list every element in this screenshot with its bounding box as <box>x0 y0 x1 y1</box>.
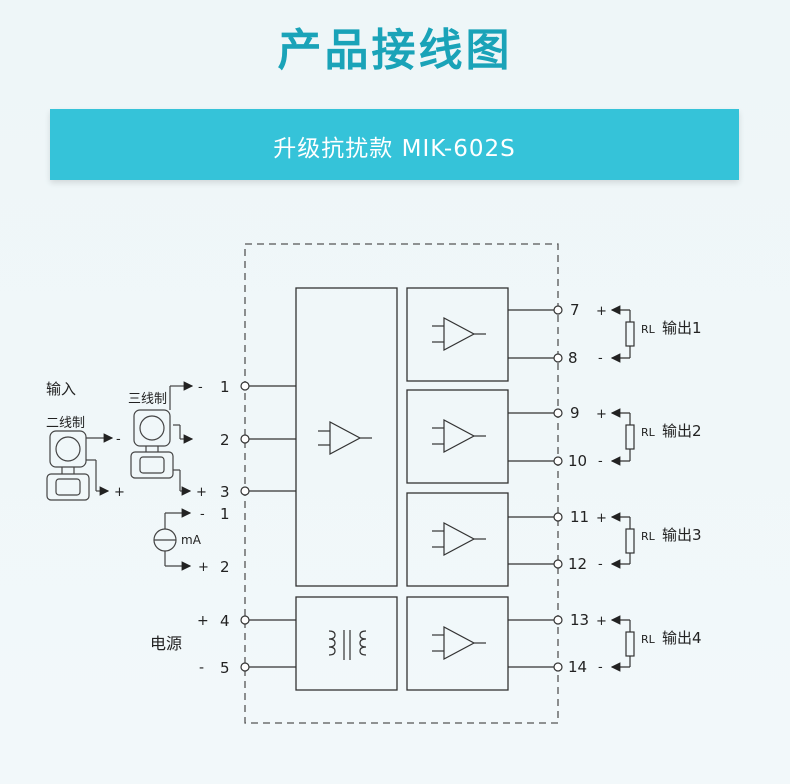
power-sign-minus: - <box>199 660 204 676</box>
output-sign-plus: + <box>596 407 607 422</box>
output-sign-minus: - <box>598 660 603 675</box>
output-sign-plus: + <box>596 614 607 629</box>
three-wire-sign-plus: + <box>196 485 207 500</box>
output-label-2: 输出2 <box>662 422 702 440</box>
input-title: 输入 <box>46 380 76 398</box>
output-terminal-11: 11 <box>570 508 589 526</box>
input-terminal-1: 1 <box>220 378 230 396</box>
model-banner: 升级抗扰款 MIK-602S <box>50 109 739 180</box>
output-label-3: 输出3 <box>662 526 702 544</box>
output-terminal-14: 14 <box>568 658 587 676</box>
three-wire-transmitter-icon <box>130 381 194 496</box>
output-sign-minus: - <box>598 557 603 572</box>
output-terminal-13: 13 <box>570 611 589 629</box>
input-amplifier-icon <box>318 421 372 455</box>
load-resistor-label: RL <box>641 426 656 439</box>
transformer-icon <box>328 630 367 660</box>
input-amplifier-block <box>295 287 398 587</box>
output-wiring-3 <box>508 512 635 569</box>
load-resistor-label: RL <box>641 323 656 336</box>
two-wire-transmitter-icon <box>46 430 114 501</box>
power-sign-plus: + <box>197 613 209 629</box>
output-sign-plus: + <box>596 511 607 526</box>
load-resistor-label: RL <box>641 633 656 646</box>
ma-sign-minus: - <box>200 507 205 522</box>
amplifier-icon <box>432 626 486 660</box>
page-title: 产品接线图 <box>277 25 513 76</box>
output-wiring-2 <box>508 408 635 466</box>
input-terminal-wires <box>249 385 296 668</box>
three-wire-label: 三线制 <box>128 392 167 407</box>
ma-terminal-1: 1 <box>220 505 230 523</box>
power-label: 电源 <box>150 634 182 653</box>
input-terminal-circles <box>240 381 250 672</box>
transformer-block <box>295 596 398 691</box>
two-wire-sign-plus: + <box>114 485 125 500</box>
ma-label: mA <box>181 533 202 547</box>
amplifier-icon <box>432 522 486 556</box>
output-wiring-1 <box>508 305 635 363</box>
output-amplifier-block-1 <box>406 287 509 382</box>
ma-source-icon <box>153 508 192 571</box>
amplifier-icon <box>432 419 486 453</box>
output-terminal-10: 10 <box>568 452 587 470</box>
output-sign-minus: - <box>598 454 603 469</box>
model-banner-text: 升级抗扰款 MIK-602S <box>273 136 516 162</box>
power-terminal-4: 4 <box>220 612 230 630</box>
output-terminal-9: 9 <box>570 404 580 422</box>
module-outline <box>244 243 559 724</box>
output-amplifier-block-4 <box>406 596 509 691</box>
power-terminal-5: 5 <box>220 659 230 677</box>
ma-terminal-2: 2 <box>220 558 230 576</box>
amplifier-icon <box>432 317 486 351</box>
output-label-4: 输出4 <box>662 629 702 647</box>
two-wire-sign-minus: - <box>116 432 121 447</box>
output-wiring-4 <box>508 615 635 672</box>
load-resistor-label: RL <box>641 530 656 543</box>
output-sign-minus: - <box>598 351 603 366</box>
output-terminal-12: 12 <box>568 555 587 573</box>
output-sign-plus: + <box>596 304 607 319</box>
three-wire-sign-minus: - <box>198 380 203 395</box>
output-terminal-7: 7 <box>570 301 580 319</box>
output-label-1: 输出1 <box>662 319 702 337</box>
output-amplifier-block-3 <box>406 492 509 587</box>
ma-sign-plus: + <box>198 560 209 575</box>
two-wire-label: 二线制 <box>46 416 85 431</box>
input-terminal-2: 2 <box>220 431 230 449</box>
input-terminal-3: 3 <box>220 483 230 501</box>
output-amplifier-block-2 <box>406 389 509 484</box>
output-terminal-8: 8 <box>568 349 578 367</box>
